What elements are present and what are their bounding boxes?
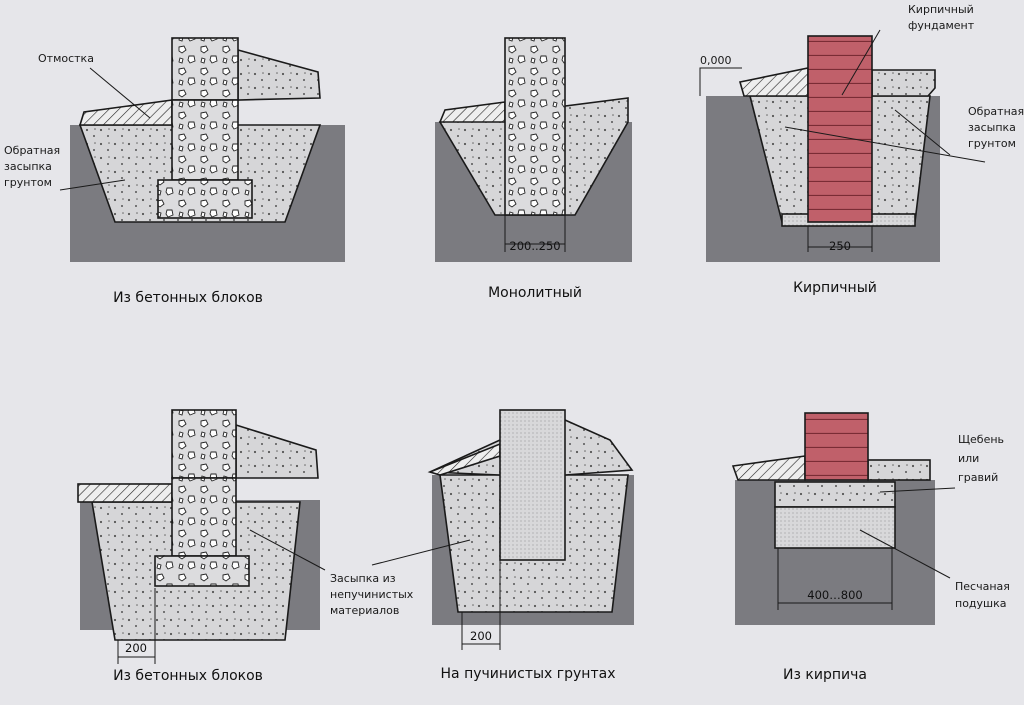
floor-fill xyxy=(867,459,931,481)
monolithic-wall xyxy=(504,37,566,216)
concrete-block xyxy=(171,99,239,181)
caption: На пучинистых грунтах xyxy=(441,666,616,682)
floor-fill xyxy=(237,48,321,101)
panel-heaving-soils: 200 На пучинистых грунтах xyxy=(371,409,634,682)
panel-brick-bottom: Щебень или гравий Песчаная подушка 400…8… xyxy=(731,412,1010,683)
sand-cushion xyxy=(774,506,896,549)
footing-block xyxy=(154,555,250,587)
caption: Монолитный xyxy=(488,285,582,301)
panel-brick-top: 0,000 Кирпичный фундамент Обратная засып… xyxy=(699,3,1024,296)
caption: Из кирпича xyxy=(783,667,867,683)
caption: Из бетонных блоков xyxy=(113,290,263,306)
panel-concrete-blocks-bottom: 200 Засыпка из непучинистых материалов И… xyxy=(77,409,414,684)
concrete-block xyxy=(171,37,239,101)
blind-area xyxy=(438,101,506,123)
label-backfill: засыпка xyxy=(4,160,52,173)
label-backfill: грунтом xyxy=(4,176,52,189)
concrete-block xyxy=(171,477,237,557)
panel-monolithic: 200..250 Монолитный xyxy=(435,37,632,301)
label-fill: непучинистых xyxy=(330,588,414,601)
label-fill: материалов xyxy=(330,604,399,617)
label-backfill: засыпка xyxy=(968,121,1016,134)
floor-fill xyxy=(235,423,319,479)
otmostka-blind-area xyxy=(78,99,173,126)
label-gravel: Щебень xyxy=(958,433,1004,446)
label-sand: подушка xyxy=(955,597,1007,610)
label-brick-foundation: Кирпичный xyxy=(908,3,974,16)
label-backfill: грунтом xyxy=(968,137,1016,150)
concrete-block xyxy=(171,409,237,479)
caption: Из бетонных блоков xyxy=(113,668,263,684)
dimension: 250 xyxy=(829,239,851,253)
floor-fill xyxy=(871,69,936,97)
label-backfill: Обратная xyxy=(968,105,1024,118)
blind-area xyxy=(77,483,173,503)
blind-area xyxy=(731,455,806,481)
label-fill: Засыпка из xyxy=(330,572,396,585)
monolithic-wall xyxy=(499,409,566,561)
footing-block xyxy=(157,179,253,219)
dimension: 400…800 xyxy=(807,588,862,602)
panel-concrete-blocks-top: Отмостка Обратная засыпка грунтом Из бет… xyxy=(4,37,345,306)
label-gravel: или xyxy=(958,452,979,465)
caption: Кирпичный xyxy=(793,280,877,296)
label-backfill: Обратная xyxy=(4,144,60,157)
brick-foundation xyxy=(807,35,873,223)
brick-wall xyxy=(804,412,869,481)
label-brick-foundation: фундамент xyxy=(908,19,975,32)
blind-area xyxy=(738,67,809,97)
dimension: 200..250 xyxy=(509,239,560,253)
dimension: 200 xyxy=(125,641,147,655)
level-mark: 0,000 xyxy=(700,54,732,67)
label-gravel: гравий xyxy=(958,471,998,484)
label-otmostka: Отмостка xyxy=(38,52,94,65)
gravel-layer xyxy=(774,481,896,508)
dimension: 200 xyxy=(470,629,492,643)
label-sand: Песчаная xyxy=(955,580,1010,593)
